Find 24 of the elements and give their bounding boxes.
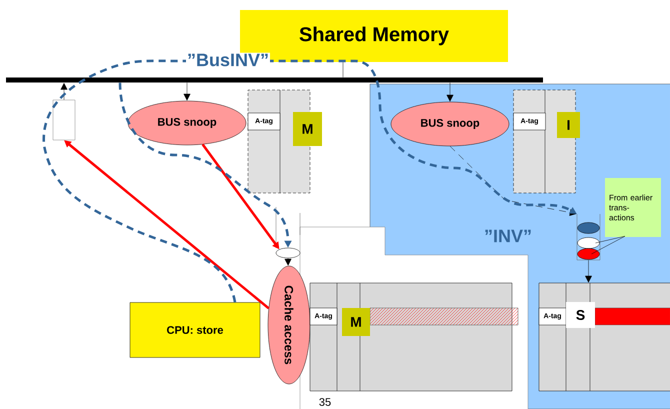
note-box: From earlier trans- actions: [605, 178, 661, 237]
arrow: [184, 82, 190, 101]
cpu-box: CPU: store: [130, 302, 260, 358]
leader-line: [591, 236, 626, 254]
buffer-box: [52, 100, 76, 140]
state-cell: M: [293, 112, 322, 146]
cache-array: [538, 282, 670, 392]
arrow: [284, 258, 292, 266]
leader-line: [595, 236, 626, 244]
arrow: [446, 82, 454, 102]
arrow: [585, 260, 592, 283]
node-label: S: [576, 310, 585, 320]
queue-drawing: [576, 214, 600, 260]
cache-array: [310, 282, 512, 392]
cache-array: [370, 308, 518, 326]
state-cell: S: [566, 302, 595, 328]
page-number: 35: [319, 398, 331, 406]
arrow: [60, 82, 68, 100]
state-cell: M: [342, 308, 370, 336]
edge-label: ”BusINV”: [186, 52, 270, 68]
signal-label: ”INV”: [485, 230, 531, 242]
queue-drawing: [276, 206, 300, 258]
connector-line: [342, 62, 344, 78]
state-cell: I: [557, 112, 580, 138]
